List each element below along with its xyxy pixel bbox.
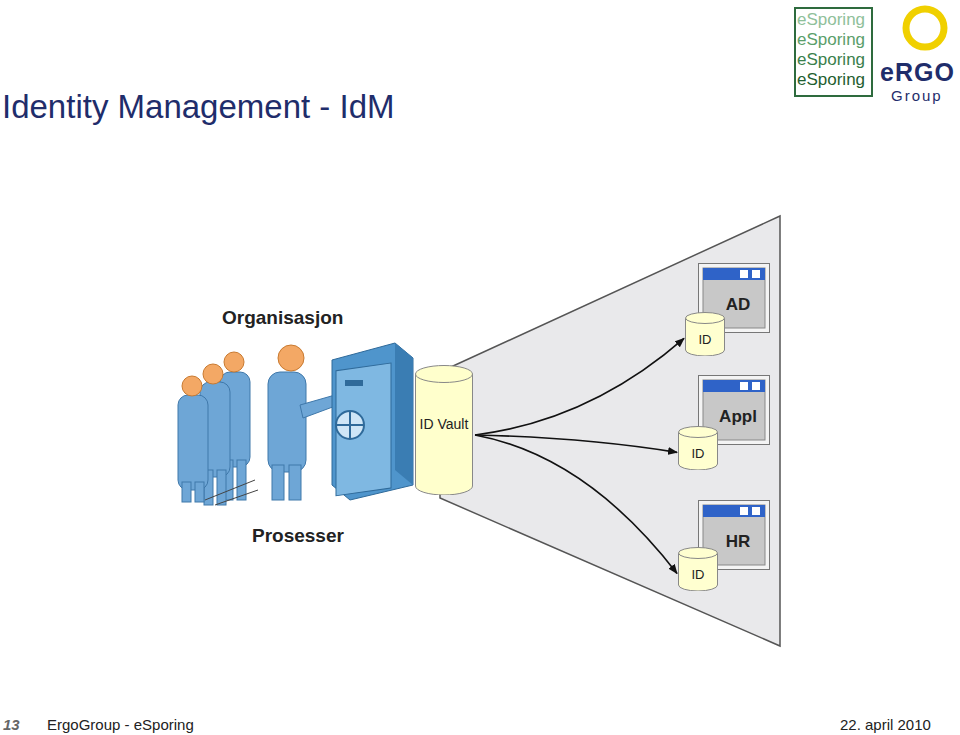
window-title: HR <box>726 532 751 552</box>
store-label: ID <box>692 446 705 461</box>
logo-text: eRGO <box>880 58 955 87</box>
logo-text: Group <box>891 87 943 104</box>
logo-text: eSporing <box>797 10 865 30</box>
connector-arrow <box>475 435 677 573</box>
id-store-cylinder: ID <box>685 312 725 356</box>
store-label: ID Vault <box>418 416 470 433</box>
logo-ring <box>906 9 944 47</box>
group-label: Prosesser <box>252 525 344 547</box>
connector-arrow <box>475 338 684 435</box>
group-label: Organisasjon <box>222 307 343 329</box>
window-title: AD <box>726 295 751 315</box>
projection-area <box>440 216 780 646</box>
people-figures <box>178 345 343 505</box>
logo-text: eSporing <box>797 30 865 50</box>
window-title: Appl <box>719 407 757 427</box>
safe <box>332 343 413 500</box>
page-number: 13 <box>3 716 20 733</box>
connector-arrow <box>475 435 677 452</box>
store-label: ID <box>692 567 705 582</box>
logo-text: eSporing <box>797 50 865 70</box>
vault-cylinder: ID Vault <box>415 365 473 495</box>
page-title: Identity Management - IdM <box>2 88 395 126</box>
id-store-cylinder: ID <box>678 426 718 470</box>
store-label: ID <box>699 332 712 347</box>
logo-box <box>795 8 872 96</box>
logo-text: eSporing <box>797 70 865 90</box>
footer-date: 22. april 2010 <box>840 716 931 733</box>
footer-text: ErgoGroup - eSporing <box>47 716 194 733</box>
id-store-cylinder: ID <box>678 547 718 591</box>
